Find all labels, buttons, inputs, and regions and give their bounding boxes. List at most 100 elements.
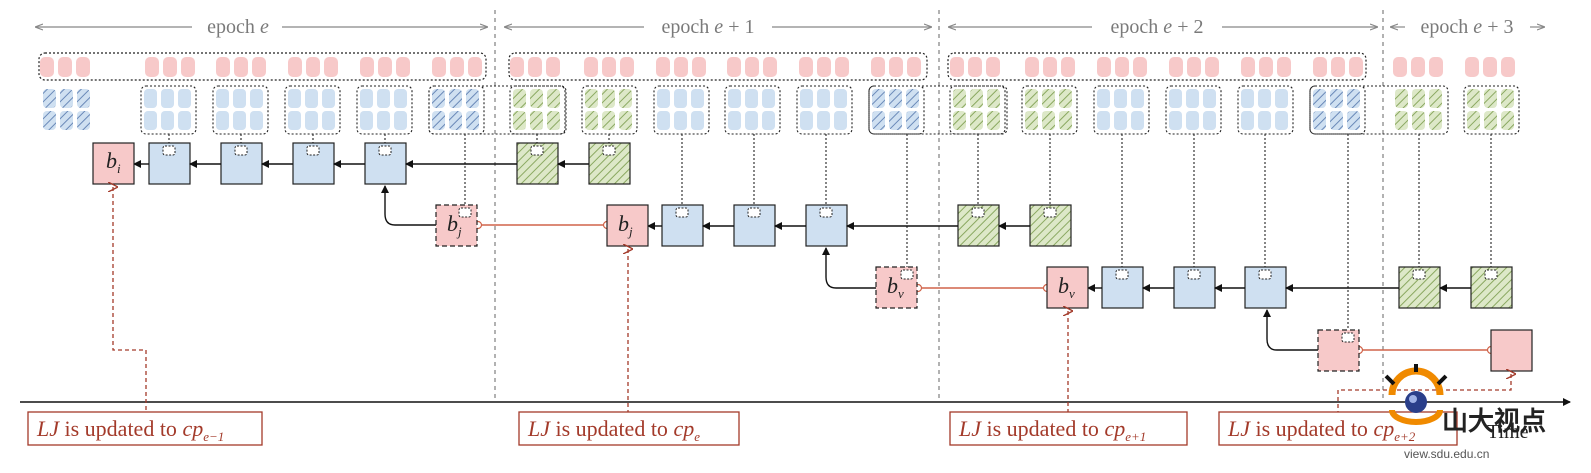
content-pill [834, 111, 847, 130]
block-unnamed-dashed [1317, 329, 1360, 372]
fork-arrow [381, 185, 436, 226]
transaction-pill [432, 57, 446, 77]
content-links [168, 134, 1492, 333]
transaction-pill [763, 57, 777, 77]
content-group-frame [1309, 85, 1366, 135]
block-header-icon [1412, 269, 1426, 280]
note-2: LJ is updated to cpe+1 [949, 411, 1188, 446]
transaction-pill [1097, 57, 1111, 77]
transaction-pill [602, 57, 616, 77]
svg-text:LJ is updated to cpe: LJ is updated to cpe [527, 416, 700, 444]
transaction-pill [1205, 57, 1219, 77]
transaction-pill [1115, 57, 1129, 77]
content-pill [432, 89, 445, 108]
block-header-icon [1115, 269, 1129, 280]
block-chains [133, 142, 1513, 351]
content-pill [728, 89, 741, 108]
content-group [356, 85, 413, 135]
content-pill [953, 89, 966, 108]
content-group [1309, 85, 1366, 135]
content-pill [360, 111, 373, 130]
content-group [724, 85, 781, 135]
content-pill [800, 111, 813, 130]
content-pill [305, 89, 318, 108]
block-header-icon [1484, 269, 1498, 280]
content-pill [1429, 111, 1442, 130]
boundary-group-frame [1309, 85, 1449, 135]
content-pill [762, 111, 775, 130]
content-pill [1275, 89, 1288, 108]
content-group [796, 85, 853, 135]
content-pill [1395, 89, 1408, 108]
transaction-pill [817, 57, 831, 77]
content-pill [585, 111, 598, 130]
content-pill [1241, 111, 1254, 130]
content-pill [233, 111, 246, 130]
content-pill [619, 111, 632, 130]
content-group [868, 85, 925, 135]
content-pill [513, 89, 526, 108]
transaction-pill [620, 57, 634, 77]
svg-text:bv: bv [1058, 273, 1075, 301]
content-pill [394, 89, 407, 108]
transaction-pill [76, 57, 90, 77]
content-pill [834, 89, 847, 108]
transaction-pill [163, 57, 177, 77]
transaction-pill [1349, 57, 1363, 77]
transaction-pill [145, 57, 159, 77]
content-pill [872, 89, 885, 108]
content-pill [1025, 111, 1038, 130]
time-axis-label: Time [1487, 421, 1529, 443]
transaction-pill [40, 57, 54, 77]
content-pill [43, 111, 56, 130]
content-pill [1330, 111, 1343, 130]
content-pill [817, 111, 830, 130]
content-group [284, 85, 341, 135]
content-pill [970, 111, 983, 130]
svg-text:LJ is updated to cpe+1: LJ is updated to cpe+1 [958, 416, 1146, 444]
content-group [1463, 85, 1520, 135]
transaction-pill [1313, 57, 1327, 77]
content-group [653, 85, 710, 135]
content-pill [449, 89, 462, 108]
content-pill [1169, 111, 1182, 130]
content-pill [745, 89, 758, 108]
content-pill [1186, 89, 1199, 108]
content-pill [728, 111, 741, 130]
transaction-pill [360, 57, 374, 77]
svg-text:bj: bj [447, 211, 462, 239]
transaction-pill [889, 57, 903, 77]
transaction-pill [181, 57, 195, 77]
content-pill [1484, 89, 1497, 108]
transaction-pill [799, 57, 813, 77]
block-b-v: bv [1046, 266, 1089, 309]
content-pill [987, 89, 1000, 108]
content-pill [43, 89, 56, 108]
note-0: LJ is updated to cpe−1 [27, 411, 263, 446]
note-1: LJ is updated to cpe [518, 411, 740, 446]
content-pill [250, 111, 263, 130]
block-unnamed [1490, 329, 1533, 372]
block-header-icon [162, 145, 176, 156]
content-pill [1097, 89, 1110, 108]
block-header-icon [675, 207, 689, 218]
content-group-frame [724, 85, 781, 135]
content-pill [288, 89, 301, 108]
transaction-pill [396, 57, 410, 77]
transaction-pill [871, 57, 885, 77]
transaction-pill [1187, 57, 1201, 77]
content-pill [60, 111, 73, 130]
fork-arrow [822, 247, 876, 289]
svg-text:view.sdu.edu.cn: view.sdu.edu.cn [1404, 447, 1489, 461]
content-pill [1501, 89, 1514, 108]
content-pill [322, 89, 335, 108]
transaction-pill [1331, 57, 1345, 77]
transaction-pill [1501, 57, 1515, 77]
content-pill [1484, 111, 1497, 130]
content-pill [161, 111, 174, 130]
block-header-icon [1043, 207, 1057, 218]
transaction-pill [584, 57, 598, 77]
content-pill [1258, 111, 1271, 130]
transaction-pill [1259, 57, 1273, 77]
